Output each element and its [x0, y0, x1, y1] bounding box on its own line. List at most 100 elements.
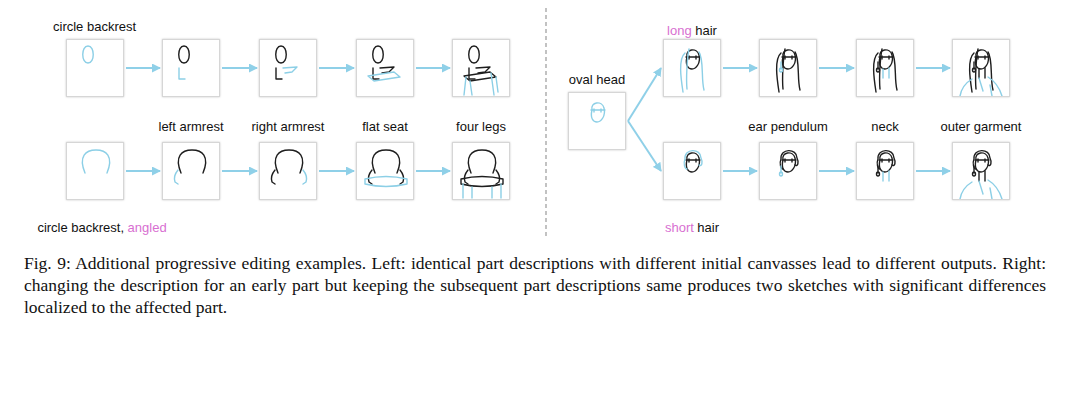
sketch-stroke: [780, 166, 783, 176]
progress-arrow: [416, 67, 450, 69]
divider-line: [545, 8, 546, 237]
sketch-stroke: [179, 46, 190, 63]
sketch-stroke: [468, 150, 495, 173]
sketch-stroke: [973, 151, 991, 169]
label-text: ear pendulum: [748, 119, 828, 134]
sketch-drawing: [276, 46, 297, 79]
progress-arrow: [319, 67, 354, 69]
sketch-stroke: [365, 177, 407, 187]
sketch-drawing: [960, 49, 1002, 96]
sketch-stroke: [973, 62, 976, 72]
part-label: outer garment: [941, 119, 1022, 134]
sketch-panel: flat seat: [356, 39, 414, 97]
progress-arrow: [916, 170, 950, 172]
label-text: hair: [697, 220, 719, 235]
sketch-stroke: [975, 153, 989, 172]
sketch-stroke: [276, 68, 282, 79]
sketch-stroke: [275, 150, 302, 173]
progress-arrow: [222, 67, 257, 69]
part-label: four legs: [456, 119, 506, 134]
sketch-stroke: [874, 49, 897, 92]
part-label: ear pendulum: [748, 119, 828, 134]
label-text: neck: [871, 119, 898, 134]
part-label: shorthair: [665, 220, 719, 235]
sketch-stroke: [681, 49, 704, 92]
sketch-stroke: [684, 151, 702, 169]
sketch-panel: [356, 142, 414, 200]
sketch-panel: [759, 142, 817, 200]
progress-arrow: [416, 170, 450, 172]
sketch-panel: four legs: [452, 39, 510, 97]
label-text: short: [665, 220, 694, 235]
sketch-stroke: [461, 177, 503, 187]
sketch-stroke: [178, 150, 205, 173]
progress-arrow: [723, 67, 757, 69]
part-label: circle backrest: [53, 19, 136, 34]
sketch-stroke: [960, 77, 1002, 96]
label-text: four legs: [456, 119, 506, 134]
sketch-panel: longhair: [663, 39, 721, 97]
sketch-stroke: [960, 180, 1002, 199]
sketch-stroke: [591, 103, 605, 122]
sketch-panel: right armrest: [259, 39, 317, 97]
sketch-stroke: [373, 68, 379, 79]
sketch-drawing: [83, 46, 94, 63]
label-text: circle backrest: [53, 19, 136, 34]
sketch-panel: [952, 142, 1010, 200]
part-label: circle backrest, angled: [37, 220, 166, 235]
label-text: right armrest: [252, 119, 325, 134]
progress-arrow: [222, 170, 257, 172]
sketch-drawing: [368, 46, 400, 81]
part-label: longhair: [667, 23, 717, 38]
sketch-drawing: [780, 151, 799, 176]
sketch-panel: neck: [856, 39, 914, 97]
sketch-stroke: [373, 46, 384, 63]
label-text: circle backrest,: [37, 220, 124, 235]
figure-caption: Fig. 9: Additional progressive editing e…: [24, 252, 1046, 318]
sketch-panel: [452, 142, 510, 200]
sketch-drawing: [461, 150, 503, 198]
sketch-drawing: [174, 150, 205, 184]
sketch-panel: [162, 142, 220, 200]
part-label: right armrest: [252, 119, 325, 134]
sketch-stroke: [782, 153, 796, 172]
sketch-drawing: [681, 49, 704, 92]
label-text: outer garment: [941, 119, 1022, 134]
label-text: oval head: [569, 72, 625, 87]
sketch-stroke: [777, 49, 800, 92]
sketch-stroke: [368, 72, 400, 81]
sketch-panel: outer garment: [952, 39, 1010, 97]
sketch-stroke: [686, 153, 700, 172]
progress-arrow: [916, 67, 950, 69]
sketch-drawing: [960, 151, 1002, 199]
sketch-panel: circle backrest,angled: [66, 142, 124, 200]
sketch-stroke: [372, 150, 399, 173]
sketch-stroke: [883, 68, 889, 78]
sketch-stroke: [283, 67, 297, 73]
sketch-drawing: [874, 49, 897, 92]
sketch-drawing: [365, 150, 407, 187]
label-text: angled: [128, 220, 167, 235]
sketch-drawing: [271, 150, 306, 184]
sketch-drawing: [877, 151, 896, 181]
sketch-panel: [856, 142, 914, 200]
sketch-drawing: [179, 46, 190, 79]
label-text: flat seat: [362, 119, 408, 134]
sketch-panel: ear pendulum: [759, 39, 817, 97]
sketch-stroke: [463, 184, 501, 198]
progress-arrow: [628, 68, 661, 121]
sketch-panel: [259, 142, 317, 200]
sketch-stroke: [179, 68, 185, 79]
sketch-stroke: [973, 166, 976, 176]
progress-arrow: [819, 170, 854, 172]
sketch-stroke: [883, 171, 889, 181]
part-label: neck: [871, 119, 898, 134]
progress-arrow: [628, 121, 661, 171]
sketch-drawing: [684, 151, 702, 172]
sketch-drawing: [82, 150, 109, 173]
sketch-drawing: [777, 49, 800, 92]
sketch-stroke: [469, 46, 480, 63]
progress-arrow: [819, 67, 854, 69]
sketch-stroke: [879, 153, 893, 172]
